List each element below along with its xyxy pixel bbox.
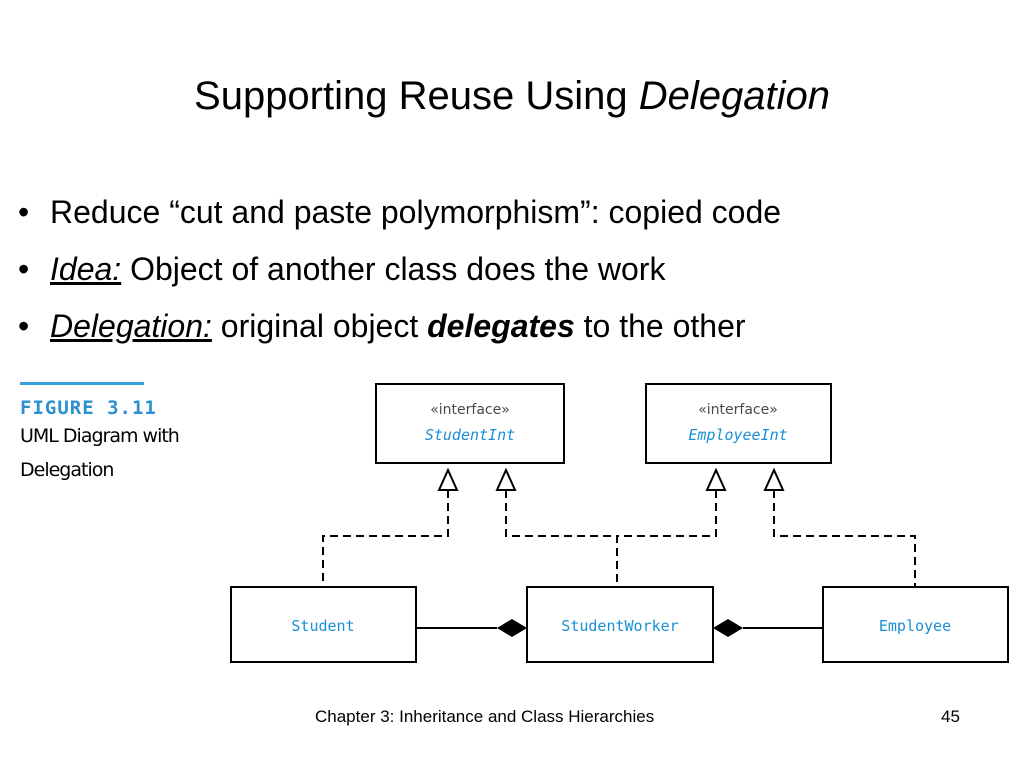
realization-arrowhead [705,467,727,491]
bullet-item-3: • Delegation: original object delegates t… [18,304,781,361]
bullet-text-before: original object [211,308,428,344]
figure-caption: FIGURE 3.11 UML Diagram with Delegation [20,382,180,487]
class-box-studentworker: StudentWorker [526,586,714,663]
class-name: Employee [879,617,951,635]
figure-caption-line-1: UML Diagram with [20,425,180,447]
bullet-label: Delegation: [50,308,212,344]
realization-line-studentworker-employeeint [617,490,717,537]
composition-diamond [713,619,743,637]
interface-box-frame [375,383,565,464]
bullet-emphasis: delegates [427,308,575,344]
bullet-text-after: to the other [574,308,746,344]
bullet-marker: • [18,251,30,287]
figure-rule [20,382,144,385]
footer-chapter: Chapter 3: Inheritance and Class Hierarc… [315,707,655,726]
bullet-marker: • [18,308,30,344]
interface-box-employeeint: «interface» EmployeeInt [645,383,832,464]
interface-box-frame [645,383,832,464]
bullet-text: Object of another class does the work [121,251,666,287]
class-box-frame [230,586,417,663]
bullet-item-1: • Reduce “cut and paste polymorphism”: co… [18,190,781,247]
realization-arrowhead [763,467,785,491]
title-main: Supporting Reuse Using [194,74,639,118]
class-name: Student [291,617,354,635]
interface-stereotype: «interface» [430,402,510,418]
slide-title: Supporting Reuse Using Delegation [0,72,1024,120]
realization-line-studentworker-studentint [505,490,618,588]
class-box-employee: Employee [822,586,1009,663]
composition-diamond [497,619,527,637]
realization-line-employee-employeeint [773,490,916,588]
bullet-marker: • [18,194,30,230]
bullet-text: Reduce “cut and paste polymorphism”: cop… [50,194,782,230]
title-italic: Delegation [638,74,830,118]
bullet-label: Idea: [50,251,122,287]
interface-box-studentint: «interface» StudentInt [375,383,565,464]
class-box-frame [526,586,714,663]
realization-arrowhead [437,467,459,491]
interface-stereotype: «interface» [698,402,778,418]
interface-name: EmployeeInt [688,426,787,444]
figure-number: FIGURE 3.11 [20,397,157,419]
class-box-frame [822,586,1009,663]
realization-line-student-studentint [322,490,449,588]
realization-lines [322,490,916,588]
figure-caption-line-2: Delegation [20,459,114,481]
class-name: StudentWorker [561,617,678,635]
interface-name: StudentInt [425,426,515,444]
bullet-list: • Reduce “cut and paste polymorphism”: co… [18,190,781,361]
page-number: 45 [941,707,960,726]
realization-arrowhead [495,467,517,491]
class-box-student: Student [230,586,417,663]
bullet-item-2: • Idea: Object of another class does the … [18,247,781,304]
